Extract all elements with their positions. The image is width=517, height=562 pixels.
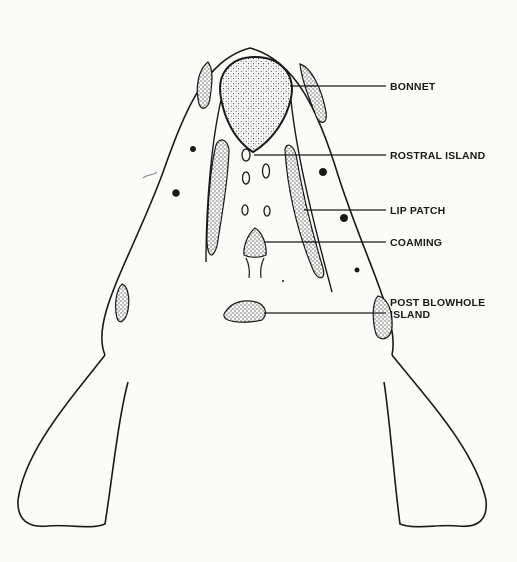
left-side-patch [116,284,129,322]
label-post-blowhole-line1: POST BLOWHOLE [390,297,485,309]
label-coaming: COAMING [390,237,442,249]
rostral-island-3 [263,164,270,178]
left-blowhole [246,258,249,278]
post-blowhole-island [224,301,265,322]
bonnet-callosity [220,57,292,152]
right-dark-spot-1 [319,168,327,176]
center-speck [282,280,284,282]
label-post-blowhole-line2: ISLAND [390,309,431,321]
label-rostral-island: ROSTRAL ISLAND [390,150,486,162]
coaming-callosity [244,228,266,257]
rostral-island-5 [264,206,270,216]
right-lip-patch [285,145,324,278]
pencil-mark [143,172,157,178]
rostral-island-1 [242,149,250,161]
left-flipper [18,355,128,527]
rostral-island-4 [242,205,248,215]
rostral-island-2 [243,172,250,184]
left-snout-callosity [197,62,212,108]
left-dark-spot-2 [172,189,180,197]
left-dark-spot-1 [190,146,196,152]
right-blowhole [261,258,264,278]
right-dark-spot-2 [340,214,348,222]
right-flipper [384,355,486,527]
label-bonnet: BONNET [390,81,436,93]
left-lip-patch [207,140,229,255]
label-lip-patch: LIP PATCH [390,205,445,217]
right-dark-spot-3 [355,268,360,273]
